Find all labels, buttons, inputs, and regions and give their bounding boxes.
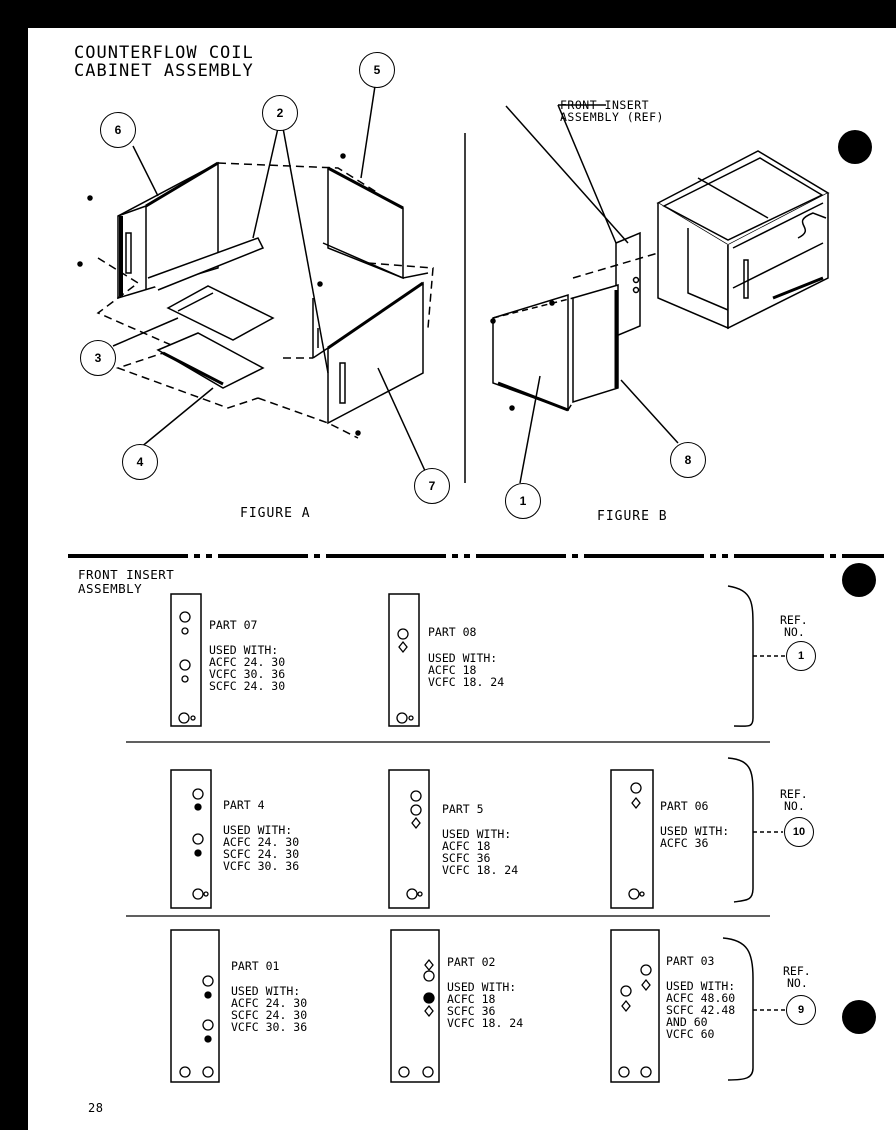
ref-callout-10: 10 bbox=[784, 817, 814, 847]
ref-label: REF. bbox=[780, 787, 808, 801]
part-01-use: VCFC 30. 36 bbox=[231, 1020, 308, 1034]
callout-5: 5 bbox=[359, 52, 395, 88]
callout-6: 6 bbox=[100, 112, 136, 148]
part-08-label: PART 08 bbox=[428, 625, 477, 639]
part-08-use: VCFC 18. 24 bbox=[428, 675, 505, 689]
used-with-label: USED WITH: bbox=[660, 824, 730, 838]
insert-section-title-line-1: FRONT INSERT bbox=[78, 567, 175, 582]
front-insert-ref-label-line-2: ASSEMBLY (REF) bbox=[560, 110, 664, 124]
used-with-label: USED WITH: bbox=[447, 980, 517, 994]
parts-diagram-sheet: COUNTERFLOW COIL CABINET ASSEMBLY bbox=[28, 28, 896, 1130]
part-4-use: SCFC 24. 30 bbox=[223, 847, 300, 861]
part-08-use: ACFC 18 bbox=[428, 663, 477, 677]
scan-blot bbox=[842, 563, 876, 597]
part-07-use: VCFC 30. 36 bbox=[209, 667, 286, 681]
part-02-use: ACFC 18 bbox=[447, 992, 496, 1006]
ref-callout-1: 1 bbox=[786, 641, 816, 671]
part-5-use: ACFC 18 bbox=[442, 839, 491, 853]
front-insert-ref-label-line-1: FRONT INSERT bbox=[560, 98, 650, 112]
part-4-use: VCFC 30. 36 bbox=[223, 859, 300, 873]
insert-section-title-line-2: ASSEMBLY bbox=[78, 581, 143, 596]
ref-label: REF. bbox=[780, 613, 808, 627]
scan-blot bbox=[838, 130, 872, 164]
page-title-line-1: COUNTERFLOW COIL bbox=[74, 43, 254, 63]
callout-2: 2 bbox=[262, 95, 298, 131]
used-with-label: USED WITH: bbox=[428, 651, 498, 665]
part-07-label: PART 07 bbox=[209, 618, 258, 632]
exploded-view-drawing bbox=[68, 85, 884, 1083]
ref-label: REF. bbox=[783, 964, 811, 978]
callout-1: 1 bbox=[505, 483, 541, 519]
callout-3: 3 bbox=[80, 340, 116, 376]
part-02-use: VCFC 18. 24 bbox=[447, 1016, 524, 1030]
part-01-use: ACFC 24. 30 bbox=[231, 996, 308, 1010]
part-02-use: SCFC 36 bbox=[447, 1004, 496, 1018]
ref-no-label: NO. bbox=[784, 625, 805, 639]
callout-7: 7 bbox=[414, 468, 450, 504]
callout-4: 4 bbox=[122, 444, 158, 480]
part-02-label: PART 02 bbox=[447, 955, 496, 969]
ref-callout-9: 9 bbox=[786, 995, 816, 1025]
scan-blot bbox=[842, 1000, 876, 1034]
used-with-label: USED WITH: bbox=[209, 643, 279, 657]
part-07-use: SCFC 24. 30 bbox=[209, 679, 286, 693]
used-with-label: USED WITH: bbox=[666, 979, 736, 993]
part-06-label: PART 06 bbox=[660, 799, 709, 813]
figure-a-label: FIGURE A bbox=[240, 506, 311, 521]
used-with-label: USED WITH: bbox=[223, 823, 293, 837]
part-03-label: PART 03 bbox=[666, 954, 715, 968]
part-4-use: ACFC 24. 30 bbox=[223, 835, 300, 849]
part-07-use: ACFC 24. 30 bbox=[209, 655, 286, 669]
part-5-use: SCFC 36 bbox=[442, 851, 491, 865]
ref-no-label: NO. bbox=[784, 799, 805, 813]
part-5-label: PART 5 bbox=[442, 802, 484, 816]
part-5-use: VCFC 18. 24 bbox=[442, 863, 519, 877]
callout-8: 8 bbox=[670, 442, 706, 478]
used-with-label: USED WITH: bbox=[231, 984, 301, 998]
part-03-use: SCFC 42.48 bbox=[666, 1003, 736, 1017]
ref-no-label: NO. bbox=[787, 976, 808, 990]
part-03-use: AND 60 bbox=[666, 1015, 708, 1029]
part-01-use: SCFC 24. 30 bbox=[231, 1008, 308, 1022]
page-number: 28 bbox=[88, 1101, 104, 1115]
part-03-use: VCFC 60 bbox=[666, 1027, 715, 1041]
part-4-label: PART 4 bbox=[223, 798, 265, 812]
figure-b-label: FIGURE B bbox=[597, 509, 668, 524]
part-06-use: ACFC 36 bbox=[660, 836, 709, 850]
part-01-label: PART 01 bbox=[231, 959, 280, 973]
used-with-label: USED WITH: bbox=[442, 827, 512, 841]
part-03-use: ACFC 48.60 bbox=[666, 991, 736, 1005]
page-title-line-2: CABINET ASSEMBLY bbox=[74, 61, 254, 81]
